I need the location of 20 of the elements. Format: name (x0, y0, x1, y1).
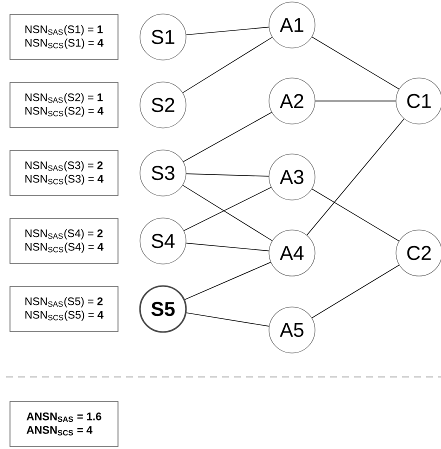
value-box: NSN$_{SAS}$(S4) = 2 NSN$_{SCS}$(S4) = 4 (10, 218, 118, 264)
connector-line (186, 26, 270, 36)
connector-line (182, 112, 272, 162)
connector-line (186, 173, 270, 177)
value-box: NSN$_{SAS}$(S1) = 1 NSN$_{SCS}$(S1) = 4 (10, 14, 118, 60)
summary-box: ANSN$_{SAS}$ = 1.6 ANSN$_{SCS}$ = 4 (10, 401, 118, 447)
connector-line (186, 312, 270, 327)
connector-line (182, 36, 273, 94)
connector-line (182, 184, 273, 242)
connector-line (312, 264, 400, 318)
connector-line (312, 188, 400, 242)
connector-line (306, 118, 404, 236)
connector-line (184, 262, 272, 300)
value-box: NSN$_{SAS}$(S3) = 2 NSN$_{SCS}$(S3) = 4 (10, 150, 118, 196)
connector-line (183, 186, 272, 232)
connector-line (186, 242, 270, 252)
connector-line (312, 36, 400, 90)
connector-line (314, 100, 396, 102)
value-box: NSN$_{SAS}$(S2) = 1 NSN$_{SCS}$(S2) = 4 (10, 82, 118, 128)
value-box: NSN$_{SAS}$(S5) = 2 NSN$_{SCS}$(S5) = 4 (10, 286, 118, 332)
